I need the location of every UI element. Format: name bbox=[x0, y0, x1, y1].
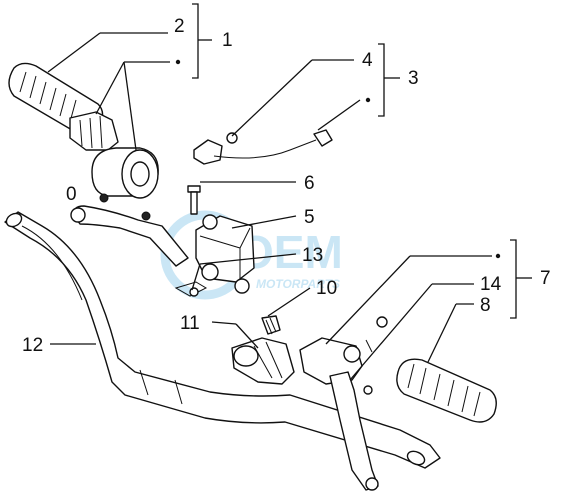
control-switch-part-5 bbox=[174, 214, 255, 297]
label-part-2: 2 bbox=[174, 16, 185, 37]
label-part-6: 6 bbox=[304, 173, 315, 194]
label-part-0: 0 bbox=[66, 184, 77, 205]
label-part-4: 4 bbox=[362, 50, 373, 71]
throttle-housing-part-1 bbox=[69, 111, 159, 203]
label-part-12: 12 bbox=[22, 335, 43, 356]
label-part-8: 8 bbox=[480, 295, 491, 316]
right-grip-part-8 bbox=[396, 358, 497, 423]
watermark-logo: OEM MOTORPARTS bbox=[160, 210, 343, 300]
label-part-10: 10 bbox=[316, 278, 337, 299]
cable-switch-part-3 bbox=[193, 129, 333, 165]
bolt-part-10 bbox=[261, 315, 281, 335]
label-part-11: 11 bbox=[180, 313, 200, 334]
label-part-1: 1 bbox=[222, 30, 233, 51]
part-number-labels: 2 1 4 3 6 5 13 10 11 12 7 14 8 0 bbox=[22, 16, 551, 356]
watermark-tagline: MOTORPARTS bbox=[256, 277, 340, 291]
label-part-3: 3 bbox=[408, 68, 419, 89]
label-part-13: 13 bbox=[302, 245, 323, 266]
screw-part-6 bbox=[187, 185, 201, 215]
right-lever-assembly-part-7 bbox=[299, 316, 388, 491]
left-lever bbox=[70, 205, 189, 267]
leader-lines bbox=[47, 3, 532, 381]
handlebar-part-12 bbox=[4, 211, 441, 469]
label-part-14: 14 bbox=[480, 274, 502, 295]
control-body-part-11 bbox=[231, 337, 295, 385]
watermark-logo-text: OEM bbox=[238, 226, 343, 278]
label-part-5: 5 bbox=[304, 207, 315, 228]
label-part-7: 7 bbox=[540, 268, 551, 289]
